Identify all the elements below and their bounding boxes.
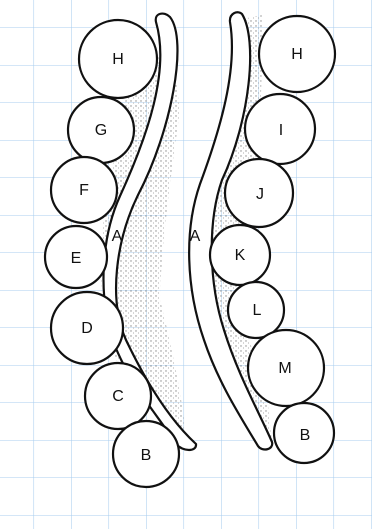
right-label-b: B [300, 427, 311, 444]
left-label-e: E [71, 250, 82, 267]
left-label-f: F [79, 182, 89, 199]
right-label-k: K [235, 247, 246, 264]
right-label-m: M [278, 360, 291, 377]
left-spine-label: A [112, 228, 123, 245]
left-label-g: G [95, 122, 107, 139]
right-label-h: H [291, 46, 303, 63]
left-label-h: H [112, 51, 124, 68]
right-spine-label: A [190, 228, 201, 245]
right-label-i: I [279, 122, 283, 139]
right-label-j: J [256, 186, 264, 203]
left-label-d: D [81, 320, 93, 337]
left-label-b: B [141, 447, 152, 464]
left-label-c: C [112, 388, 124, 405]
right-label-l: L [253, 302, 262, 319]
